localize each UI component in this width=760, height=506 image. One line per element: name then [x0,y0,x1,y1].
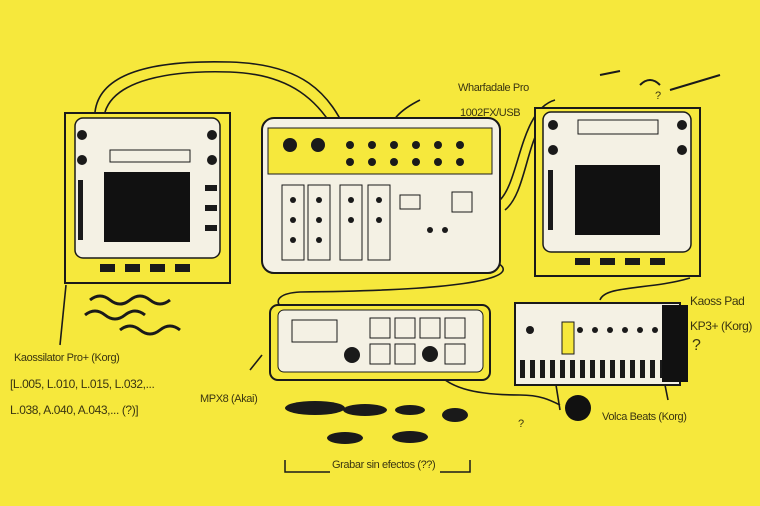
mpx8-label: MPX8 (Akai) [200,393,258,405]
record-bracket [284,460,471,473]
kaossilator-patches-line2: L.038, A.040, A.043,... (?)] [10,403,139,417]
volca-label: Volca Beats (Korg) [602,411,687,423]
mixer-label-line2: 1002FX/USB [460,107,521,119]
kaoss-pad-question: ? [692,337,701,354]
question-mark: ? [518,418,524,430]
mixer-label-line1: Wharfadale Pro [458,82,529,94]
mixer-device [261,117,501,274]
kaoss-pad-device [534,107,701,277]
kaossilator-label: Kaossilator Pro+ (Korg) [14,352,120,364]
black-blob [565,395,591,421]
squiggle-marks [84,294,181,336]
question-mark: ? [655,90,661,102]
record-note: Grabar sin efectos (??) [332,459,436,471]
kaossilator-device [64,112,231,284]
volca-beats-device [514,302,681,386]
kaoss-pad-label-line1: Kaoss Pad [690,294,745,308]
kaoss-pad-label-line2: KP3+ (Korg) [690,319,752,333]
kaossilator-patches-line1: [L.005, L.010, L.015, L.032,... [10,377,155,391]
mpx8-device [269,304,491,381]
waveforms [285,401,468,444]
sound-marks [599,70,721,91]
black-device-block [662,305,688,382]
